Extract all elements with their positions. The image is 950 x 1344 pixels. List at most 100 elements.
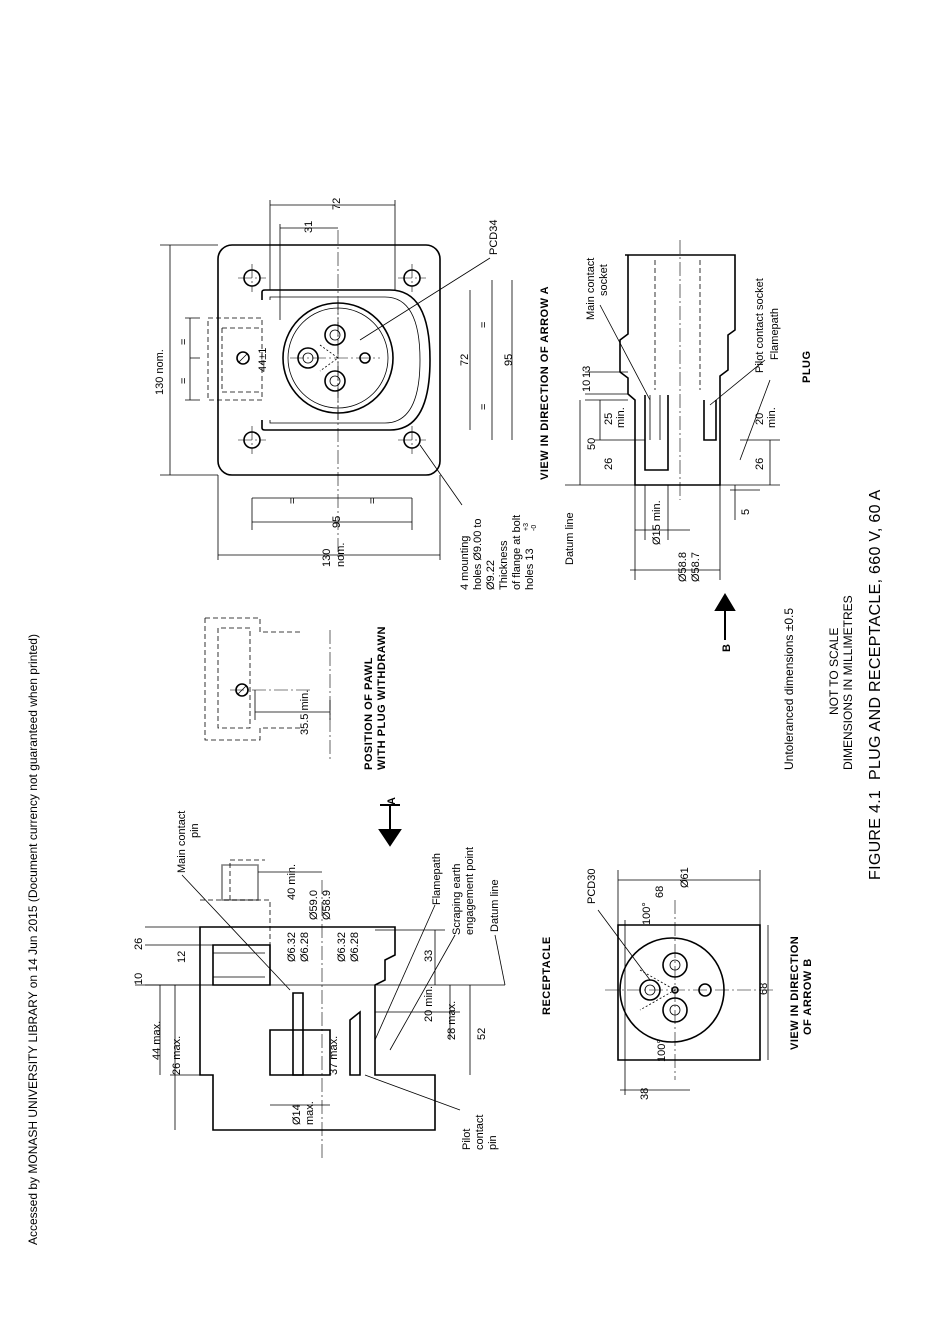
svg-text:Pilot: Pilot [461,1129,473,1150]
svg-text:100°: 100° [641,902,653,925]
svg-text:40 min.: 40 min. [286,864,298,900]
svg-text:contact: contact [474,1115,486,1150]
not-to-scale: NOT TO SCALE [827,628,841,715]
svg-text:37 max.: 37 max. [328,1036,340,1075]
pawl-pin [236,351,250,365]
tolerance-sub: -0 [531,525,538,531]
svg-text:=: = [287,498,299,504]
pawl-dim: 35.5 min. [299,690,311,735]
dim-72-mid: 72 [459,354,471,366]
svg-text:max.: max. [304,1101,316,1125]
svg-text:33: 33 [423,950,435,962]
svg-text:Ø15 min.: Ø15 min. [651,500,663,545]
svg-text:Ø58.8: Ø58.8 [677,552,689,582]
flange-outline [217,244,441,476]
svg-text:28 max.: 28 max. [446,1001,458,1040]
svg-text:Main contact: Main contact [176,811,188,873]
tolerance-sup: +3 [523,523,530,531]
dim-95-bottom: 95 [331,516,343,528]
svg-text:20 min.: 20 min. [423,986,435,1022]
note-line-4: Thickness [498,540,510,590]
svg-text:12: 12 [176,951,188,963]
svg-text:Flamepath: Flamepath [431,853,443,905]
svg-text:min.: min. [615,407,627,428]
svg-text:13: 13 [581,366,593,378]
pilot-contact-socket-label: Pilot contact socket [754,278,766,373]
tolerance-note: Untoleranced dimensions ±0.5 [782,608,796,770]
view-arrow-a: 130 nom. 72 31 PCD34 = = 44±1 72 = = 95 … [154,198,551,590]
note-line-6: holes 13 [524,548,536,590]
svg-text:38: 38 [639,1088,651,1100]
view-arrow-b: 68 68 PCD30 100° 100° Ø61 38 VIEW IN DIR… [586,867,814,1100]
view-a-heading: VIEW IN DIRECTION OF ARROW A [539,286,551,480]
svg-text:=: = [178,378,190,384]
svg-text:Ø6.32: Ø6.32 [336,932,348,962]
svg-text:26: 26 [754,458,766,470]
note-line-5: of flange at bolt [511,515,523,590]
main-contact-socket-label-2: socket [598,264,610,296]
svg-text:68: 68 [654,886,666,898]
units-note: DIMENSIONS IN MILLIMETRES [841,595,855,770]
svg-text:min.: min. [766,407,778,428]
pawl-heading-1: POSITION OF PAWL [363,657,375,770]
plug-heading: PLUG [801,350,813,383]
figure-number: FIGURE 4.1 [867,790,884,880]
svg-text:Datum line: Datum line [489,879,501,932]
svg-text:nom.: nom. [335,543,347,567]
figure-title: PLUG AND RECEPTACLE, 660 V, 60 A [867,489,884,780]
arrow-b [714,593,736,640]
svg-text:5: 5 [740,509,752,515]
receptacle: Main contact pin Flamepath Scraping eart… [133,797,553,1160]
plug-datum-label: Datum line [564,512,576,565]
svg-text:26 max.: 26 max. [171,1036,183,1075]
view-b-heading-1: VIEW IN DIRECTION [789,936,801,1050]
pawl-heading-2: WITH PLUG WITHDRAWN [376,626,388,770]
svg-text:=: = [178,339,190,345]
pawl-dashed [207,317,263,401]
svg-text:=: = [478,322,490,328]
dim-31: 31 [303,221,315,233]
plug-body [619,254,736,486]
access-notice: Accessed by MONASH UNIVERSITY LIBRARY on… [26,634,40,1245]
dim-72-top: 72 [331,198,343,210]
flange-window [261,289,431,431]
receptacle-body [199,926,436,1131]
svg-text:25: 25 [603,413,615,425]
socket-contacts [290,300,380,420]
svg-text:Ø14: Ø14 [291,1104,303,1125]
view-b-heading-2: OF ARROW B [802,958,814,1035]
svg-text:Ø6.28: Ø6.28 [299,932,311,962]
svg-text:Ø6.32: Ø6.32 [286,932,298,962]
svg-text:100°: 100° [656,1039,668,1062]
receptacle-heading: RECEPTACLE [541,936,553,1015]
mounting-holes [238,264,426,454]
svg-text:B: B [721,644,733,652]
svg-text:pin: pin [189,823,201,838]
svg-text:=: = [478,404,490,410]
main-contact-socket-label-1: Main contact [585,258,597,320]
svg-text:Ø59.0: Ø59.0 [308,890,320,920]
svg-text:10: 10 [581,380,593,392]
dim-130-nom-top: 130 nom. [154,349,166,395]
svg-text:Ø58.7: Ø58.7 [690,552,702,582]
plug: Main contact socket Pilot contact socket… [564,240,813,652]
svg-text:26: 26 [603,458,615,470]
svg-text:68: 68 [758,983,770,995]
svg-text:Ø58.9: Ø58.9 [321,890,333,920]
note-line-2: holes Ø9.00 to [472,518,484,590]
plug-flamepath-label: Flamepath [769,308,781,360]
dim-44: 44±1 [257,348,269,372]
arrow-a [378,804,402,847]
dim-130-bottom: 130 [321,549,333,567]
pawl-view: 35.5 min. POSITION OF PAWL WITH PLUG WIT… [204,617,388,770]
svg-text:engagement point: engagement point [464,847,476,935]
svg-text:20: 20 [754,413,766,425]
svg-text:Ø6.28: Ø6.28 [349,932,361,962]
svg-text:pin: pin [487,1135,499,1150]
svg-text:44 max.: 44 max. [151,1021,163,1060]
pcd34: PCD34 [488,220,500,255]
dim-95-right: 95 [503,354,515,366]
svg-text:A: A [386,797,398,805]
svg-text:50: 50 [586,438,598,450]
